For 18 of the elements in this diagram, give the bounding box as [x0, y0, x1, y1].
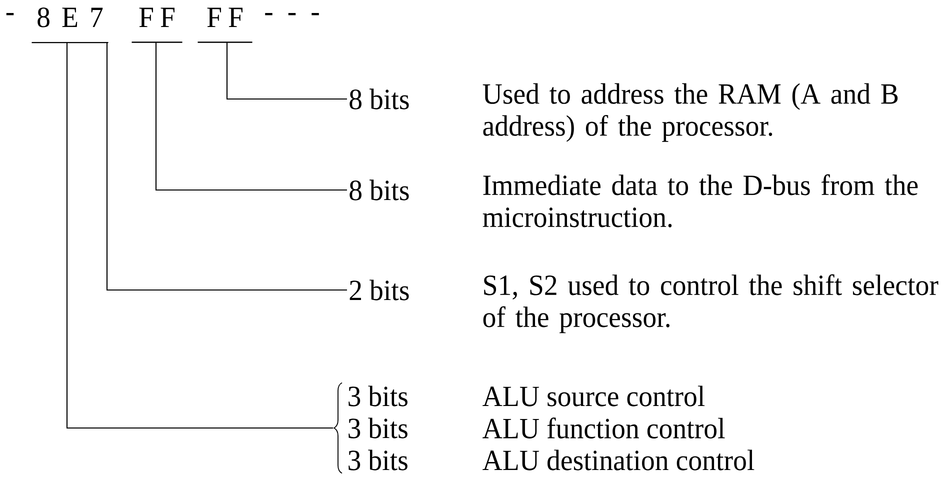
bit-count: 8 bits	[350, 180, 409, 200]
leader-line	[106, 42, 347, 291]
leader-line	[66, 42, 333, 429]
separator-dash: - - -	[265, 13, 319, 16]
field-description: ALU source control	[482, 386, 705, 406]
field-description: Immediate data to the D-bus from the microinstruction.	[482, 174, 918, 228]
bit-count: 2 bits	[350, 280, 409, 300]
field-description: ALU destination control	[482, 450, 754, 470]
leader-line	[226, 42, 347, 100]
underlined-digits: F F	[198, 8, 252, 43]
underlined-digits: 8 E 7	[32, 8, 108, 44]
field-description: S1, S2 used to control the shift selector of the processor.	[483, 274, 938, 334]
bracketed-bit-counts: 3 bits 3 bits 3 bits	[334, 382, 408, 474]
leader-line	[155, 42, 347, 191]
underlined-digits: F F	[132, 8, 182, 43]
field-description: Used to address the RAM (A and B address) of the processor.	[482, 83, 898, 142]
field-description: ALU function control	[482, 418, 725, 438]
bit-count: 8 bits	[350, 88, 409, 110]
